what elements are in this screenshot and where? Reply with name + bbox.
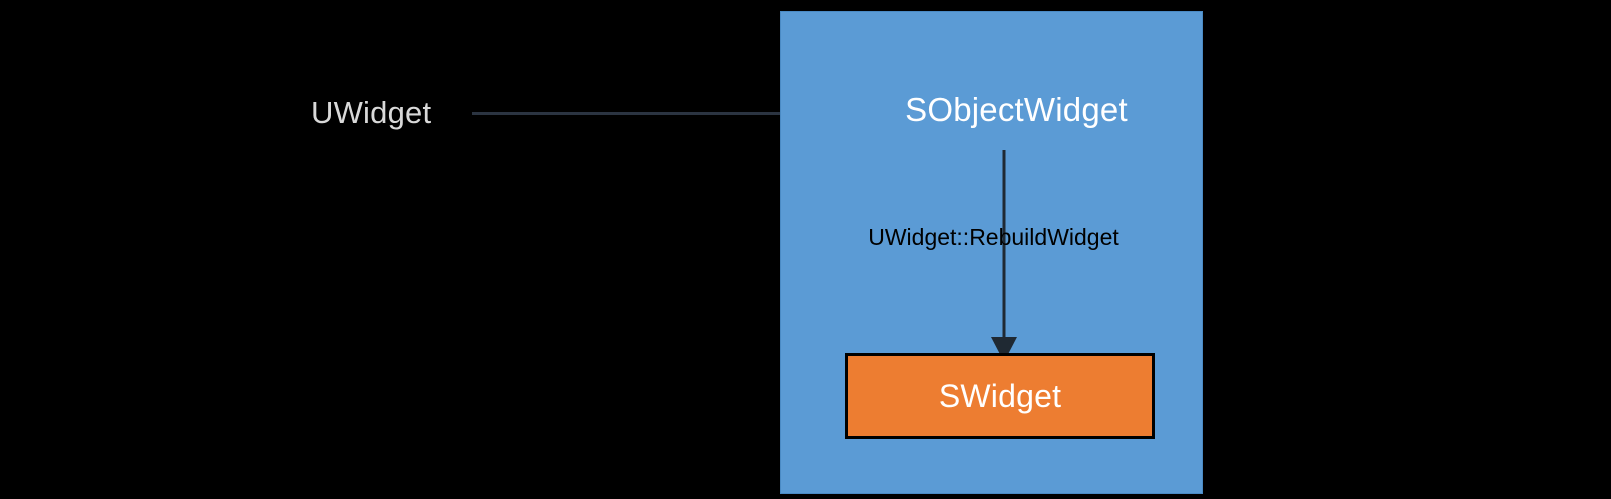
- node-uwidget: UWidget: [311, 95, 432, 130]
- container-title-sobjectwidget: SObjectWidget: [905, 91, 1128, 128]
- connector-label-rebuildwidget: UWidget::RebuildWidget: [868, 224, 1119, 250]
- connector-sobjectwidget-to-swidget: [986, 150, 1022, 365]
- node-swidget: SWidget: [845, 353, 1155, 439]
- node-swidget-label: SWidget: [938, 378, 1062, 414]
- container-sobjectwidget: SObjectWidget UWidget::RebuildWidget SWi…: [780, 11, 1203, 494]
